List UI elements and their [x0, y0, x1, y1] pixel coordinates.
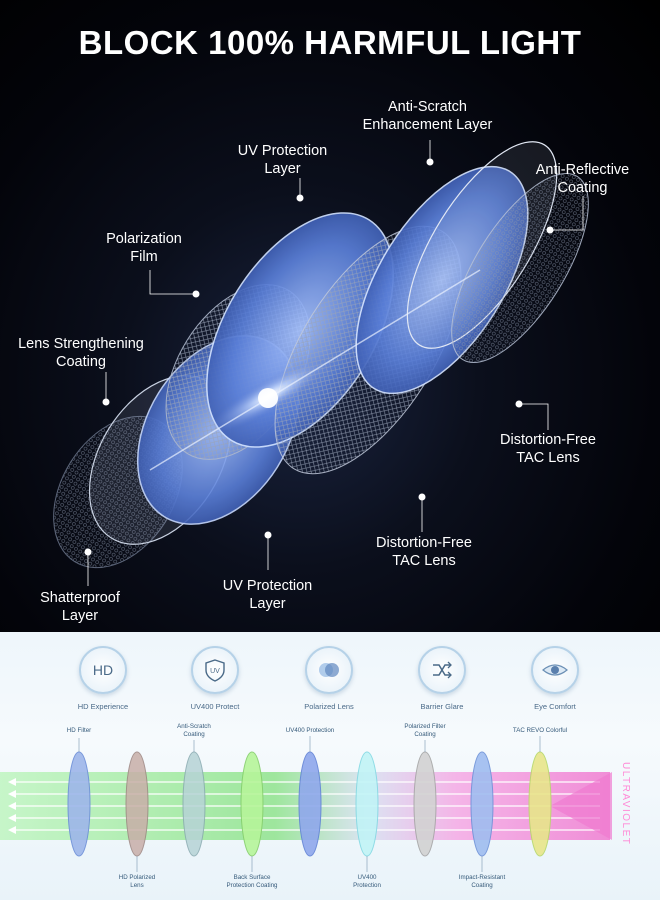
- feature-uv400: UV UV400 Protect: [165, 646, 265, 711]
- label-anti-reflective: Anti-Reflective Coating: [535, 162, 630, 196]
- diagram-label-polarized-filter: Polarized Filter Coating: [404, 723, 446, 738]
- label-shatterproof: Shatterproof Layer: [40, 590, 120, 624]
- svg-text:UV: UV: [210, 668, 220, 675]
- arrow-heads: [8, 778, 16, 834]
- feature-label: Eye Comfort: [534, 702, 576, 711]
- diagram-label-impact: Impact-Resistant Coating: [458, 874, 506, 889]
- feature-glare: Barrier Glare: [392, 646, 492, 711]
- feature-label: UV400 Protect: [190, 702, 240, 711]
- feature-polarized: Polarized Lens: [279, 646, 379, 711]
- ultraviolet-label: ULTRAVIOLET: [620, 762, 631, 846]
- label-anti-scratch: Anti-Scratch Enhancement Layer: [362, 99, 493, 133]
- feature-label: HD Experience: [77, 702, 129, 711]
- eye-icon: [531, 646, 579, 694]
- lens-stack-diagram: [0, 736, 612, 872]
- uv-source-wedge: [550, 772, 612, 840]
- diagram-label-anti-scratch: Anti-Scratch Coating: [177, 723, 211, 738]
- uv-shield-icon: UV: [191, 646, 239, 694]
- diagram-label-uv400-top: UV400 Protection: [285, 727, 335, 734]
- feature-hd: HD HD Experience: [53, 646, 153, 711]
- label-tac-bottom: Distortion-Free TAC Lens: [376, 535, 472, 569]
- light-beam: [149, 269, 481, 471]
- feature-label: Barrier Glare: [420, 702, 464, 711]
- feature-label: Polarized Lens: [304, 702, 354, 711]
- diagram-label-back-surface: Back Surface Protection Coating: [226, 874, 278, 889]
- label-tac-right: Distortion-Free TAC Lens: [500, 432, 596, 466]
- diagram-lenses: [67, 751, 552, 857]
- diagram-label-hd-polarized: HD Polarized Lens: [118, 874, 156, 889]
- shuffle-glare-icon: [418, 646, 466, 694]
- lens-anti-reflective: [451, 172, 589, 364]
- diagram-label-uv400-bottom: UV400 Protection: [353, 874, 381, 889]
- lens-layer-illustration: [53, 140, 589, 586]
- label-uv-bottom: UV Protection Layer: [222, 578, 313, 612]
- label-dots: [84, 158, 554, 556]
- diagram-label-tac-revo: TAC REVO Colorful: [512, 727, 568, 734]
- hd-icon: HD: [79, 646, 127, 694]
- label-polarization: Polarization Film: [106, 231, 182, 265]
- feature-eye: Eye Comfort: [505, 646, 605, 711]
- lens-layers-panel: BLOCK 100% HARMFUL LIGHT Anti-Scratch En…: [0, 0, 660, 632]
- headline: BLOCK 100% HARMFUL LIGHT: [78, 24, 582, 61]
- polarized-lens-icon: [305, 646, 353, 694]
- label-uv-top: UV Protection Layer: [237, 143, 328, 177]
- diagram-label-hd-filter: HD Filter: [66, 727, 92, 734]
- label-strengthening: Lens Strengthening Coating: [18, 336, 144, 370]
- features-panel: HD HD Experience UV UV400 Protect Polari…: [0, 632, 660, 900]
- diagram-leaders: [78, 736, 541, 872]
